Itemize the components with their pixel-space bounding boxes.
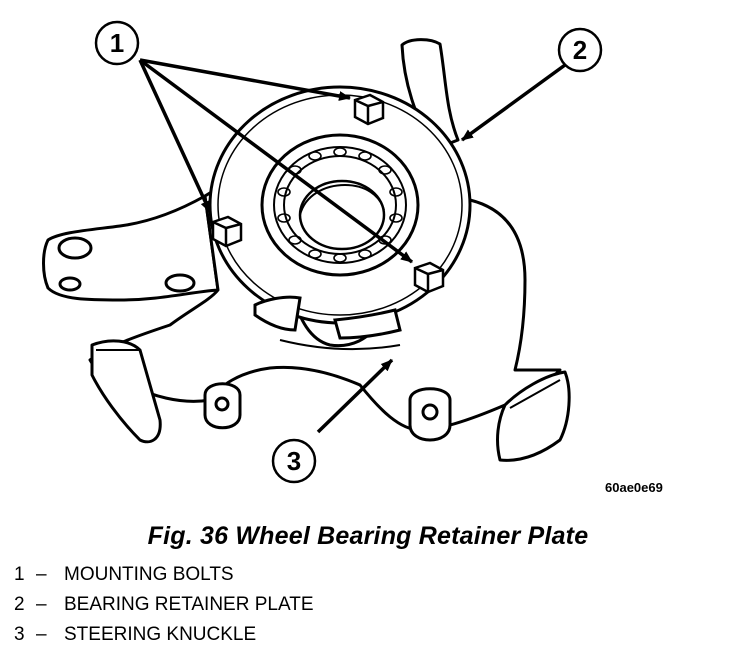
figure-caption: Fig. 36 Wheel Bearing Retainer Plate [147,522,589,550]
callout-2: 2 [557,27,603,73]
bearing-rollers [277,147,403,263]
legend-separator: – [36,624,47,645]
callout-3: 3 [271,438,317,484]
legend-item: 1–MOUNTING BOLTS [14,560,314,590]
legend-number: 2 [14,594,25,615]
legend-number: 3 [14,624,25,645]
mounting-bolt-top [353,93,385,126]
callout-1: 1 [94,20,140,66]
leader-2-to-plate [460,63,567,142]
image-code: 60ae0e69 [605,480,663,495]
legend-item: 3–STEERING KNUCKLE [14,620,314,650]
callout-2-number: 2 [573,35,587,65]
legend-number: 1 [14,564,25,585]
leader-1-to-left-bolt [138,59,212,213]
legend-label: MOUNTING BOLTS [64,564,234,585]
legend-separator: – [36,594,47,615]
legend-item: 2–BEARING RETAINER PLATE [14,590,314,620]
leader-3-to-knuckle [316,358,394,434]
wheel-bearing [260,133,420,277]
legend-list: 1–MOUNTING BOLTS 2–BEARING RETAINER PLAT… [14,560,314,650]
callout-1-number: 1 [110,28,124,58]
mounting-bolt-right [413,261,445,294]
leader-lines [138,58,567,434]
leader-1-to-top-bolt [139,58,351,101]
mounting-bolts [211,93,445,294]
mounting-bolt-left [211,215,243,248]
callout-3-number: 3 [287,446,301,476]
leader-1-to-right-bolt [138,58,414,264]
legend-label: STEERING KNUCKLE [64,624,257,645]
legend-separator: – [36,564,47,585]
legend-label: BEARING RETAINER PLATE [64,594,314,615]
wheel-bearing-diagram: 1 2 3 [42,20,603,484]
